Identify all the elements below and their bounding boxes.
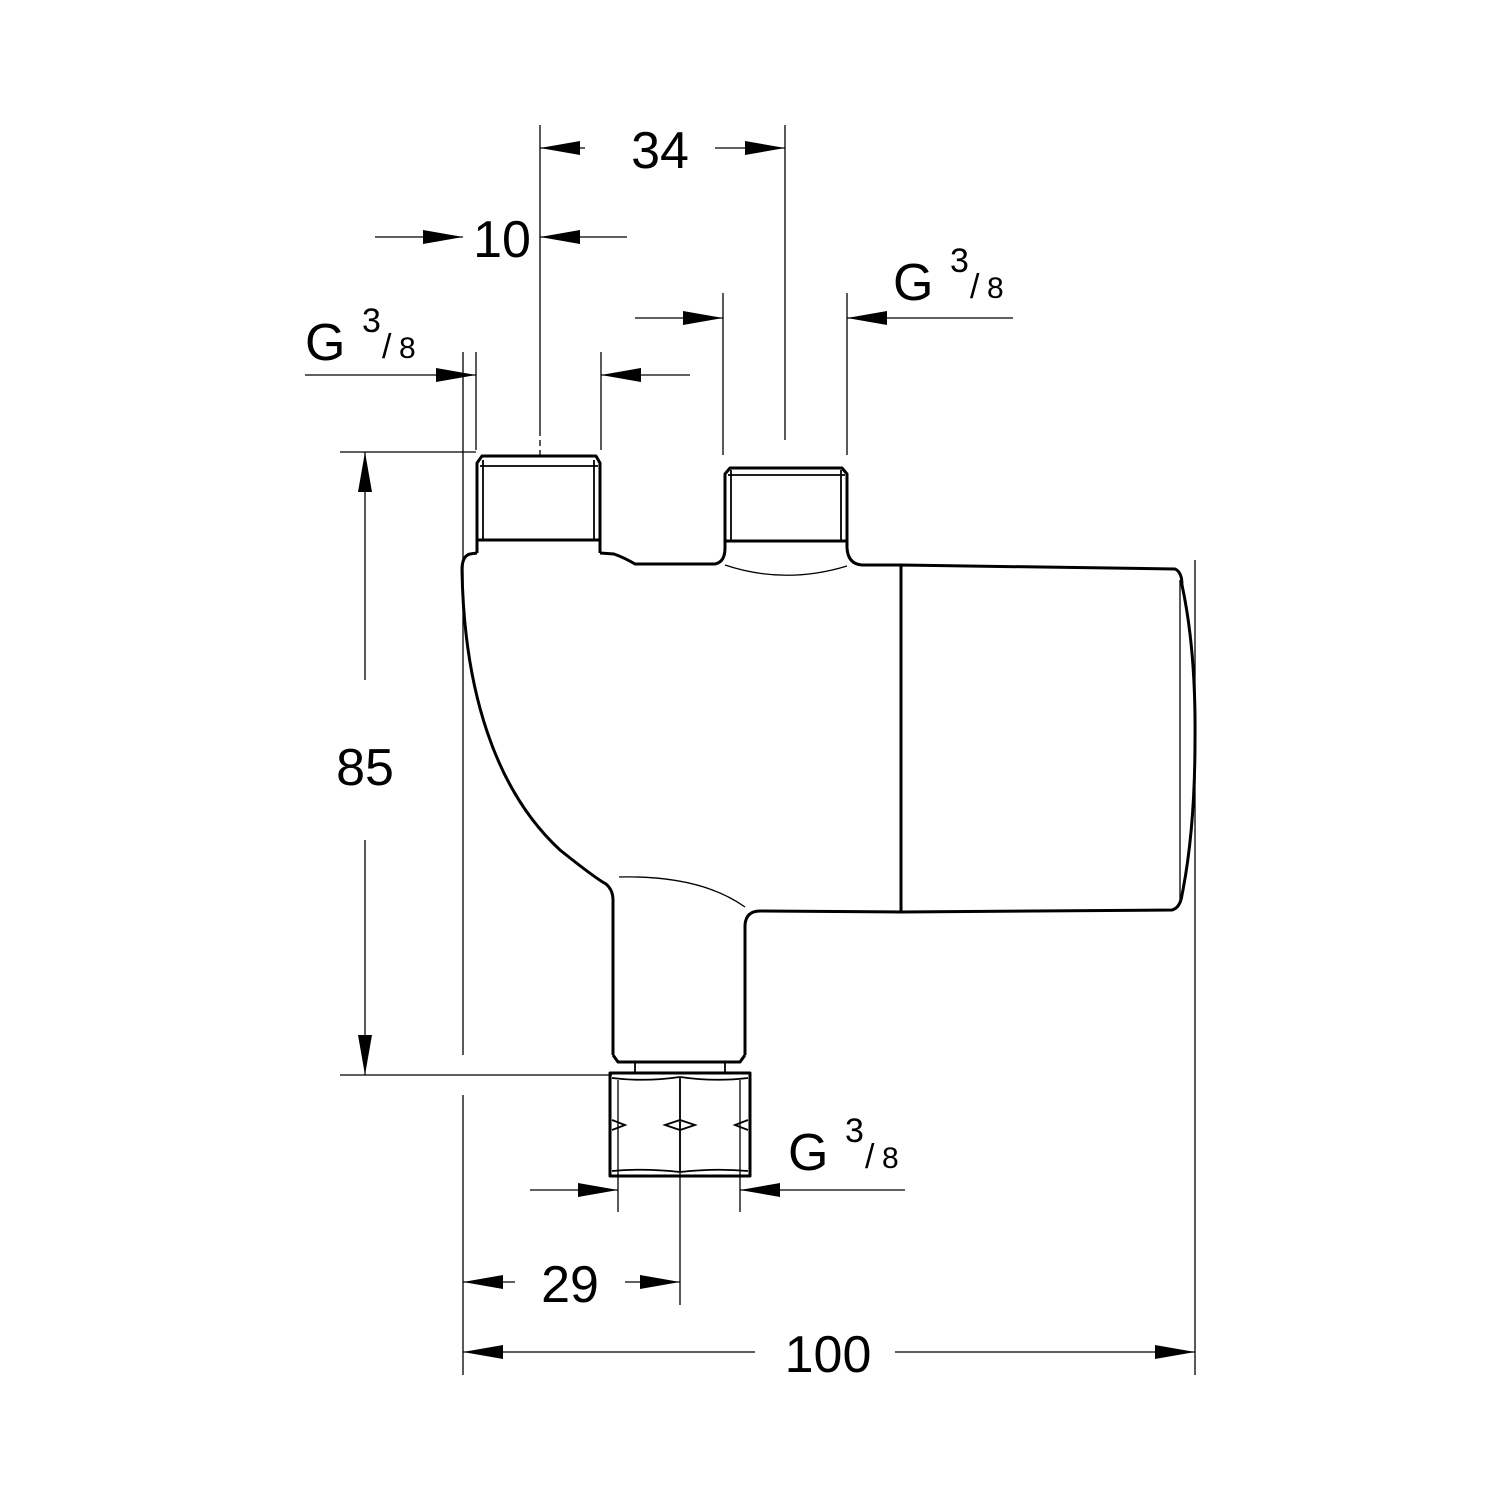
dimension-29: 29 <box>463 1256 680 1314</box>
dimension-85: 85 <box>336 452 394 1075</box>
valve-body <box>460 547 1197 1072</box>
thread-numerator: 3 <box>845 1112 864 1150</box>
dimension-34: 34 <box>540 122 785 180</box>
dimension-10: 10 <box>375 211 627 269</box>
thread-right-inlet: G 3 / 8 <box>635 242 1013 325</box>
thread-prefix: G <box>788 1124 828 1182</box>
right-inlet-fitting <box>723 466 849 548</box>
thread-prefix: G <box>305 314 345 372</box>
hex-nut <box>608 1071 752 1178</box>
thread-numerator: 3 <box>362 302 381 340</box>
thread-outlet: G 3 / 8 <box>530 1112 905 1197</box>
thread-denominator: 8 <box>882 1142 899 1175</box>
thread-denominator: 8 <box>987 272 1004 305</box>
dimension-label: 85 <box>336 739 394 797</box>
fraction-slash: / <box>382 328 392 366</box>
fraction-slash: / <box>970 268 980 306</box>
dimension-100: 100 <box>463 1326 1195 1384</box>
thread-prefix: G <box>893 254 933 312</box>
left-inlet-fitting <box>475 430 602 553</box>
thread-denominator: 8 <box>399 332 416 365</box>
thread-numerator: 3 <box>950 242 969 280</box>
dimension-label: 10 <box>473 211 531 269</box>
fraction-slash: / <box>865 1138 875 1176</box>
dimension-label: 100 <box>785 1326 872 1384</box>
extension-lines <box>340 125 1196 1375</box>
dimension-label: 29 <box>541 1256 599 1314</box>
dimension-label: 34 <box>631 122 689 180</box>
thread-left-inlet: G 3 / 8 <box>305 302 690 382</box>
